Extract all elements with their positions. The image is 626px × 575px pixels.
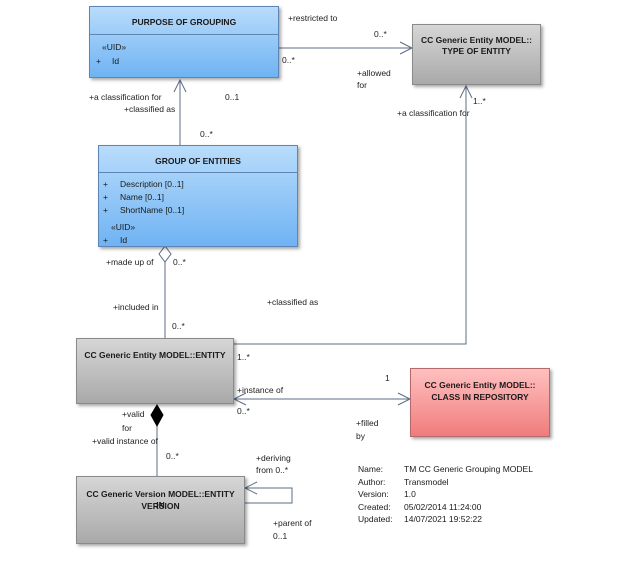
role-allowed: +allowed (357, 68, 391, 78)
attr-shortname: ShortName [0..1] (120, 205, 185, 215)
multiplicity-purpose: 0..* (282, 55, 295, 65)
role-filled: +filled (356, 418, 379, 428)
uid-stereotype: «UID» (102, 42, 127, 52)
entity-in-version-class[interactable]: CC Generic Version MODEL::ENTITY IN VERS… (76, 476, 245, 544)
multiplicity-parent-of: 0..1 (273, 531, 288, 541)
attr-vis-name: + (103, 192, 108, 202)
class-in-repository-title-1: CC Generic Entity MODEL:: (424, 380, 536, 390)
multiplicity-purpose-end: 0..1 (225, 92, 240, 102)
role-deriving: +deriving (256, 453, 291, 463)
type-of-entity-class[interactable]: CC Generic Entity MODEL:: TYPE OF ENTITY (412, 24, 541, 85)
group-of-entities-class[interactable]: GROUP OF ENTITIES + Description [0..1] +… (98, 145, 298, 247)
role-classified-as: +classified as (124, 104, 176, 114)
attr-vis-id: + (103, 235, 108, 245)
entity-in-version-title-2: VERSION (141, 501, 180, 511)
attr-vis-shortname: + (103, 205, 108, 215)
role-valid: +valid (122, 409, 145, 419)
role-made-up-of: +made up of (106, 257, 154, 267)
model-info-note: Name:TM CC Generic Grouping MODEL Author… (358, 463, 533, 526)
multiplicity-repository: 1 (385, 373, 390, 383)
role-deriving-from: from 0..* (256, 465, 289, 475)
role-valid-for: for (122, 423, 132, 433)
group-attributes: + Description [0..1] + Name [0..1] + Sho… (99, 172, 297, 248)
purpose-of-grouping-class[interactable]: PURPOSE OF GROUPING «UID» + Id (89, 6, 279, 78)
attr-id: Id (112, 56, 120, 66)
multiplicity-entity-instance: 0..* (237, 406, 250, 416)
group-of-entities-title: GROUP OF ENTITIES (155, 156, 241, 166)
attr-name: Name [0..1] (120, 192, 164, 202)
role-parent-of: +parent of (273, 518, 312, 528)
class-in-repository-class[interactable]: CC Generic Entity MODEL:: CLASS IN REPOS… (410, 368, 550, 437)
note-row: Created:05/02/2014 11:24:00 (358, 501, 482, 512)
role-instance-of: +instance of (237, 385, 284, 395)
role-restricted-to: +restricted to (288, 13, 338, 23)
role-a-classification-for: +a classification for (89, 92, 162, 102)
multiplicity-version: 0..* (166, 451, 179, 461)
attr-id: Id (120, 235, 128, 245)
uid-stereotype: «UID» (111, 222, 136, 232)
type-of-entity-title-2: TYPE OF ENTITY (442, 46, 511, 56)
note-row: Name:TM CC Generic Grouping MODEL (358, 464, 533, 474)
multiplicity-type-entity: 0..* (374, 29, 387, 39)
note-row: Author:Transmodel (358, 476, 449, 487)
role-included-in: +included in (113, 302, 159, 312)
note-row: Updated:14/07/2021 19:52:22 (358, 514, 482, 524)
type-of-entity-title-1: CC Generic Entity MODEL:: (421, 35, 532, 45)
multiplicity-classified-entity: 1..* (237, 352, 250, 362)
entity-title: CC Generic Entity MODEL::ENTITY (84, 350, 226, 360)
attr-description: Description [0..1] (120, 179, 184, 189)
attr-vis-description: + (103, 179, 108, 189)
entity-class[interactable]: CC Generic Entity MODEL::ENTITY (76, 338, 234, 404)
multiplicity-group-end: 0..* (200, 129, 213, 139)
entity-in-version-title-1: CC Generic Version MODEL::ENTITY IN (86, 489, 235, 510)
role-valid-instance-of: +valid instance of (92, 436, 158, 446)
attr-visibility: + (96, 56, 101, 66)
purpose-of-grouping-title: PURPOSE OF GROUPING (131, 17, 237, 27)
multiplicity-type-entity-end: 1..* (473, 96, 486, 106)
multiplicity-made-up-of: 0..* (173, 257, 186, 267)
note-row: Version:1.0 (358, 489, 416, 499)
class-in-repository-title-2: CLASS IN REPOSITORY (431, 392, 529, 402)
role-classified-as-2: +classified as (267, 297, 319, 307)
role-allowed-for: for (357, 80, 367, 90)
purpose-attributes: «UID» + Id (90, 34, 278, 79)
role-filled-by: by (356, 431, 365, 441)
multiplicity-entity-end: 0..* (172, 321, 185, 331)
role-a-classification-for-2: +a classification for (397, 108, 470, 118)
